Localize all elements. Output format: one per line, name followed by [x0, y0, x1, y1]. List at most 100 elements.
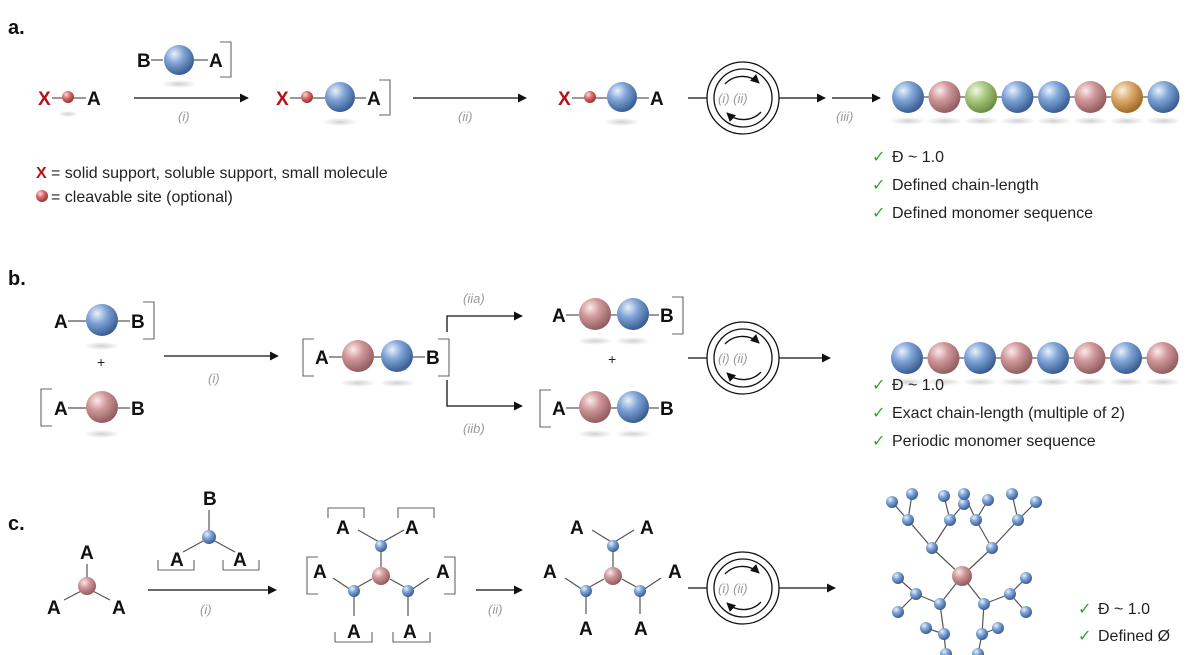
atom-a-label: A	[403, 622, 417, 643]
panel-a-label: a.	[8, 17, 25, 39]
terminal-sphere	[1020, 572, 1032, 584]
a-sequence-defined-chain	[890, 81, 1182, 125]
b-monomer-ab: A B	[54, 301, 155, 350]
core-sphere	[78, 577, 96, 595]
check-icon: ✓	[872, 403, 885, 422]
x-support-label: X	[558, 89, 571, 110]
terminal-sphere	[1020, 606, 1032, 618]
terminal-sphere	[920, 622, 932, 634]
branch-sphere	[348, 585, 360, 597]
a-coupled-product: X A	[276, 79, 391, 126]
branch-sphere	[970, 514, 982, 526]
a-deprotected-product: X A	[558, 82, 664, 126]
step-i-label: (i)	[208, 371, 220, 386]
atom-a-label: A	[367, 89, 381, 110]
check-icon: ✓	[872, 375, 885, 394]
atom-b-label: B	[203, 489, 217, 510]
branch-sphere	[944, 514, 956, 526]
branch-sphere	[986, 542, 998, 554]
monomer-sphere	[86, 304, 118, 336]
core-sphere	[372, 567, 390, 585]
blue-monomer-sphere	[1037, 342, 1069, 374]
atom-a-label: A	[209, 51, 223, 72]
atom-a-label: A	[552, 399, 566, 420]
branch-sphere	[202, 530, 216, 544]
branch-sphere	[938, 628, 950, 640]
atom-a-label: A	[634, 619, 648, 640]
blue-monomer-sphere	[891, 342, 923, 374]
atom-a-label: A	[405, 518, 419, 539]
c-deprotected-dendrimer: A A A A A A	[543, 518, 682, 640]
check-icon: ✓	[872, 431, 885, 450]
atom-a-label: A	[170, 550, 184, 571]
atom-a-label: A	[313, 562, 327, 583]
blue-monomer-sphere	[1038, 81, 1070, 113]
plus-sign: +	[608, 351, 616, 367]
result-chain-length: Exact chain-length (multiple of 2)	[892, 405, 1125, 422]
monomer-sphere	[579, 391, 611, 423]
result-diameter: Defined Ø	[1098, 628, 1170, 645]
atom-b-label: B	[131, 312, 145, 333]
atom-a-label: A	[650, 89, 664, 110]
protecting-bracket	[397, 507, 435, 518]
branch-sphere	[902, 514, 914, 526]
cleavable-site-sphere	[62, 91, 74, 103]
atom-b-label: B	[660, 399, 674, 420]
protecting-bracket	[438, 338, 450, 377]
atom-a-label: A	[543, 562, 557, 583]
a-start-molecule: X A	[38, 89, 101, 117]
pink-monomer-sphere	[927, 342, 960, 374]
protecting-bracket	[539, 389, 551, 428]
legend-sphere-icon	[36, 190, 48, 202]
c-results: ✓ Đ ~ 1.0 ✓ Defined Ø	[1078, 599, 1170, 645]
terminal-sphere	[992, 622, 1004, 634]
branch-sphere	[375, 540, 387, 552]
terminal-sphere	[1006, 488, 1018, 500]
pink-monomer-sphere	[1074, 81, 1107, 113]
branch-sphere	[634, 585, 646, 597]
atom-a-label: A	[54, 312, 68, 333]
cleavable-site-sphere	[584, 91, 596, 103]
pink-monomer-sphere	[1146, 342, 1179, 374]
protecting-bracket	[392, 632, 431, 643]
check-icon: ✓	[872, 203, 885, 222]
atom-a-label: A	[570, 518, 584, 539]
branch-sphere	[580, 585, 592, 597]
protecting-bracket	[379, 79, 391, 116]
atom-a-label: A	[552, 306, 566, 327]
b-periodic-chain	[889, 342, 1181, 386]
step-i-label: (i)	[178, 109, 190, 124]
b-results: ✓ Đ ~ 1.0 ✓ Exact chain-length (multiple…	[872, 375, 1125, 450]
atom-a-label: A	[112, 598, 126, 619]
x-support-label: X	[38, 89, 51, 110]
legend-x-symbol: X	[36, 165, 47, 182]
monomer-sphere	[579, 298, 611, 330]
protecting-bracket	[327, 507, 365, 518]
atom-b-label: B	[131, 399, 145, 420]
step-iia-label: (iia)	[463, 291, 485, 306]
c-branching-monomer: B A A	[157, 489, 260, 571]
terminal-sphere	[886, 496, 898, 508]
protecting-bracket	[444, 556, 456, 595]
protecting-bracket	[334, 632, 373, 643]
b-dimer-iia: A B	[552, 296, 684, 345]
a-monomer-reagent: B A	[137, 41, 232, 88]
protecting-bracket	[143, 301, 155, 340]
core-sphere	[604, 567, 622, 585]
monomer-sphere	[86, 391, 118, 423]
atom-a-label: A	[54, 399, 68, 420]
protecting-bracket	[672, 296, 684, 335]
atom-b-label: B	[426, 348, 440, 369]
b-cycle-symbol: (i) (ii)	[688, 321, 831, 395]
legend-sphere-text: = cleavable site (optional)	[51, 189, 233, 206]
blue-monomer-sphere	[892, 81, 924, 113]
atom-a-label: A	[579, 619, 593, 640]
cycle-label: (i) (ii)	[718, 581, 748, 596]
core-sphere	[952, 566, 972, 586]
b-dimer: A B	[302, 338, 450, 387]
panel-b-label: b.	[8, 268, 26, 290]
result-dispersity: Đ ~ 1.0	[1098, 601, 1150, 618]
b-dimer-iib: A B	[539, 389, 674, 438]
a-results: ✓ Đ ~ 1.0 ✓ Defined chain-length ✓ Defin…	[872, 147, 1093, 222]
